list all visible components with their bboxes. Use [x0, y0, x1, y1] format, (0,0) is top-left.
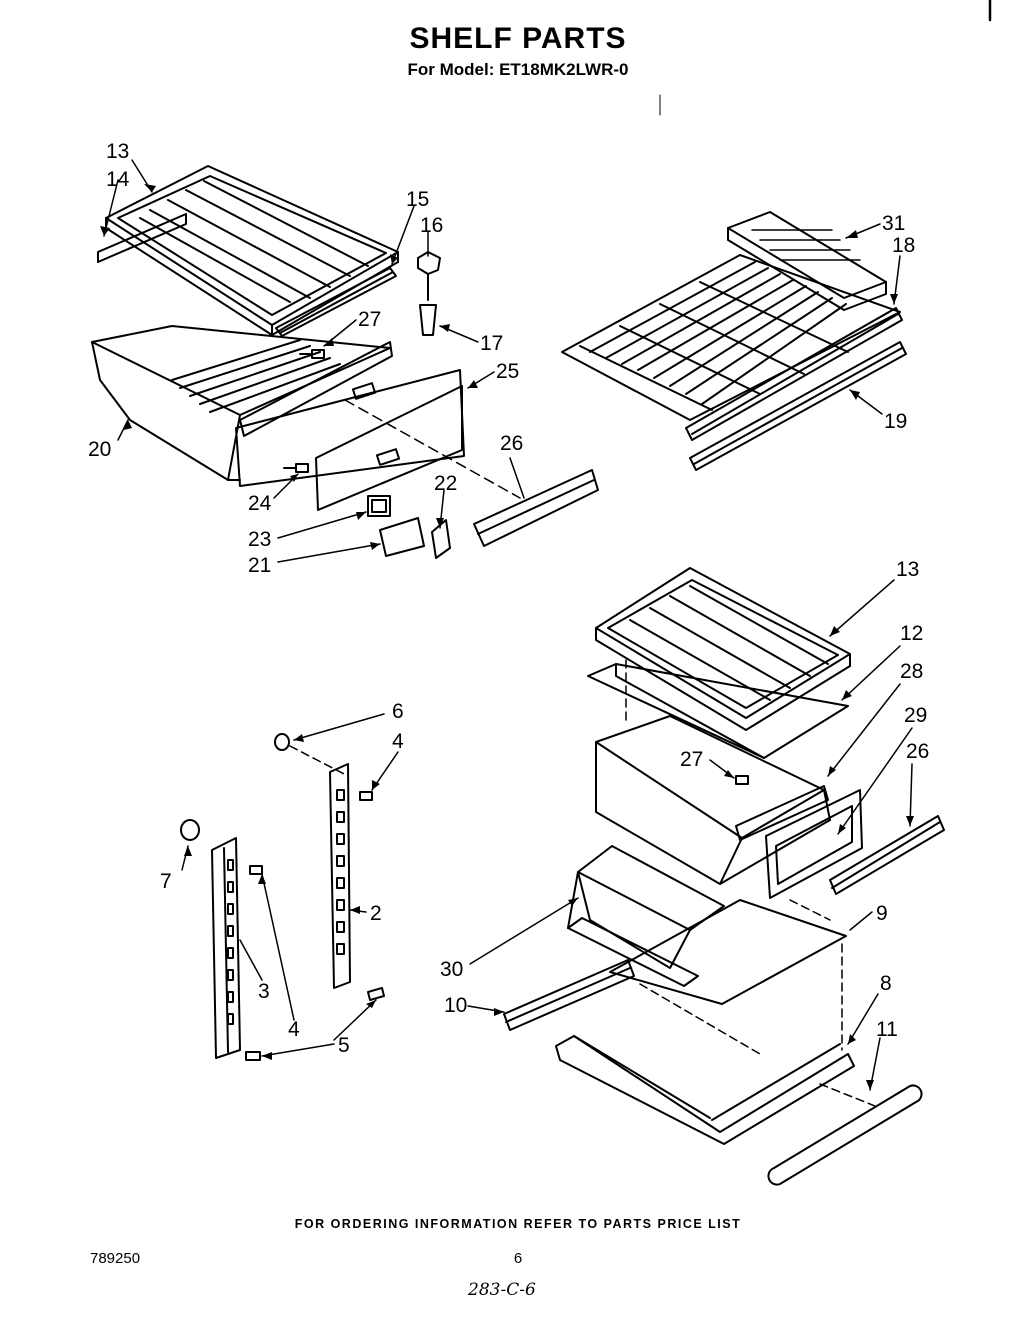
callout-8: 8: [880, 972, 892, 995]
callout-27-upper: 27: [358, 308, 381, 331]
callout-22: 22: [434, 472, 457, 495]
crisper-pan: [91, 325, 393, 481]
document-number: 789250: [90, 1250, 141, 1267]
callout-26-lower: 26: [906, 740, 929, 763]
callout-25: 25: [496, 360, 519, 383]
callout-30: 30: [440, 958, 463, 981]
callout-31: 31: [882, 212, 905, 235]
page-title: SHELF PARTS: [409, 22, 627, 55]
callout-24: 24: [248, 492, 272, 515]
callout-4-lower: 4: [288, 1018, 300, 1041]
callout-5: 5: [338, 1034, 350, 1057]
wire-shelf: [561, 254, 901, 421]
callout-27-lower: 27: [680, 748, 703, 771]
callout-7: 7: [160, 870, 172, 893]
callout-12: 12: [900, 622, 923, 645]
callout-6: 6: [392, 700, 404, 723]
callout-29: 29: [904, 704, 927, 727]
callout-17: 17: [480, 332, 503, 355]
callout-21: 21: [248, 554, 271, 577]
callout-18: 18: [892, 234, 915, 257]
callout-13-lower: 13: [896, 558, 919, 581]
glass-shelf-upper: [105, 165, 399, 336]
callout-16: 16: [420, 214, 443, 237]
callout-11: 11: [876, 1018, 898, 1041]
page-number: 6: [513, 1250, 523, 1267]
callout-9: 9: [876, 902, 888, 925]
callout-2: 2: [370, 902, 382, 925]
callout-26-upper: 26: [500, 432, 523, 455]
model-subtitle: For Model: ET18MK2LWR-0: [407, 60, 629, 79]
callout-10: 10: [444, 994, 467, 1017]
ordering-info-note: FOR ORDERING INFORMATION REFER TO PARTS …: [294, 1217, 742, 1231]
handwritten-note: 283-C-6: [468, 1280, 536, 1300]
callout-15: 15: [406, 188, 429, 211]
callout-28: 28: [900, 660, 923, 683]
callout-3: 3: [258, 980, 270, 1003]
callout-14: 14: [106, 168, 130, 191]
callout-23: 23: [248, 528, 271, 551]
callout-4-upper: 4: [392, 730, 404, 753]
callout-19: 19: [884, 410, 907, 433]
callout-13-upper: 13: [106, 140, 129, 163]
callout-20: 20: [88, 438, 111, 461]
